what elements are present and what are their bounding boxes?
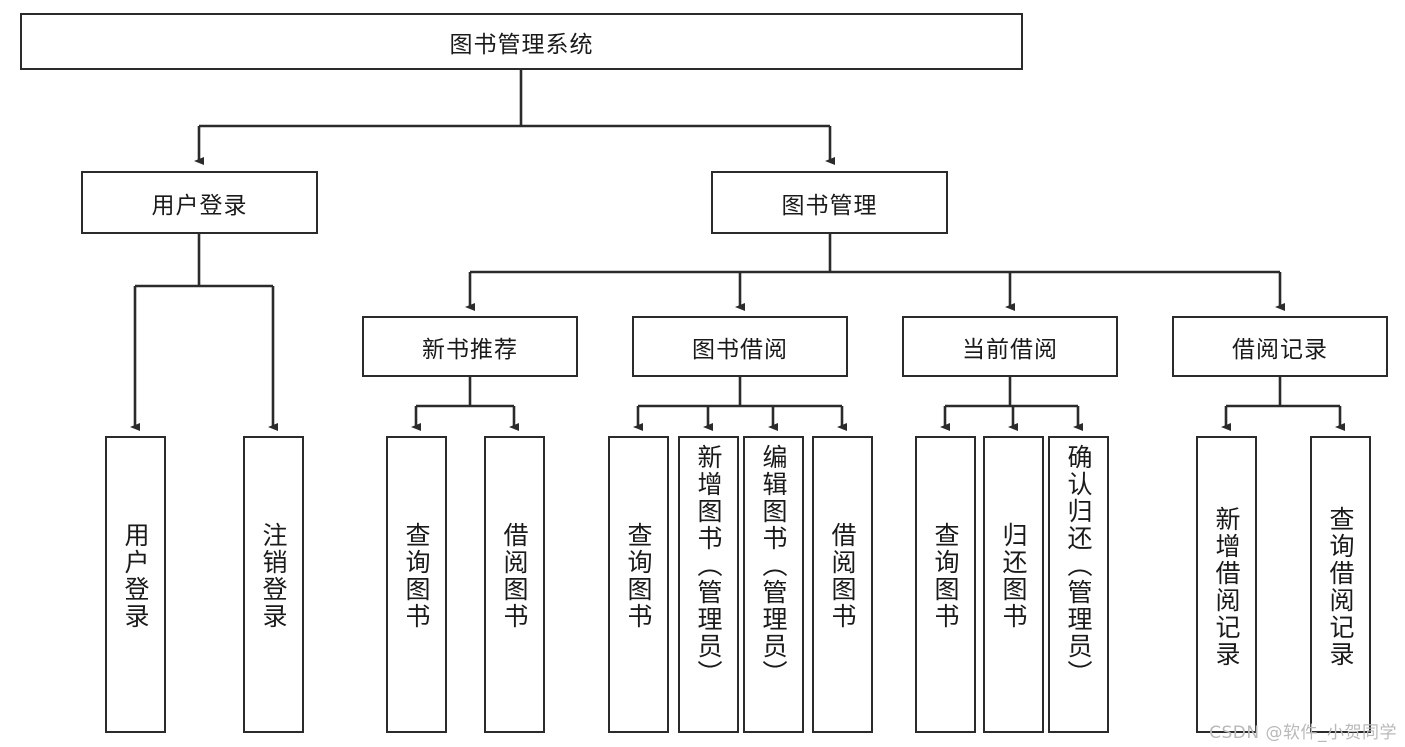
leaf-user-login-logout[interactable]: 注销登录 [243,436,304,733]
node-user-login[interactable]: 用户登录 [81,171,318,234]
leaf-current-borrow-confirm-return-admin[interactable]: 确认归还（管理员） [1048,436,1109,733]
node-label: 当前借阅 [962,336,1058,363]
node-book-borrow[interactable]: 图书借阅 [632,316,848,377]
leaf-user-login-login[interactable]: 用户登录 [105,436,166,733]
node-label: 借阅记录 [1232,336,1328,363]
watermark-text: CSDN @软件_小贺同学 [1209,723,1397,743]
node-label: 新书推荐 [422,336,518,363]
node-label: 用户登录 [151,192,248,219]
leaf-book-borrow-query-book[interactable]: 查询图书 [608,436,669,733]
node-label: 新增借阅记录 [1212,506,1241,668]
leaf-book-borrow-borrow-book[interactable]: 借阅图书 [812,436,873,733]
node-label: 确认归还（管理员） [1064,444,1093,687]
node-label: 查询借阅记录 [1326,506,1355,668]
node-borrow-record[interactable]: 借阅记录 [1172,316,1388,377]
node-current-borrow[interactable]: 当前借阅 [902,316,1118,377]
leaf-new-book-query-book[interactable]: 查询图书 [386,436,447,733]
node-label: 用户登录 [121,522,150,630]
leaf-current-borrow-query-book[interactable]: 查询图书 [915,436,976,733]
leaf-book-borrow-edit-book-admin[interactable]: 编辑图书（管理员） [743,436,804,733]
node-label: 图书管理系统 [449,31,594,58]
leaf-book-borrow-add-book-admin[interactable]: 新增图书（管理员） [678,436,739,733]
node-label: 图书借阅 [692,336,788,363]
node-label: 借阅图书 [500,522,529,630]
node-label: 新增图书（管理员） [694,444,723,687]
node-label: 查询图书 [931,522,960,630]
node-label: 编辑图书（管理员） [759,444,788,687]
node-root-book-management-system[interactable]: 图书管理系统 [20,13,1023,70]
node-book-management[interactable]: 图书管理 [711,171,948,234]
leaf-new-book-borrow-book[interactable]: 借阅图书 [484,436,545,733]
leaf-borrow-record-add-record[interactable]: 新增借阅记录 [1196,436,1257,733]
node-label: 借阅图书 [828,522,857,630]
leaf-current-borrow-return-book[interactable]: 归还图书 [983,436,1044,733]
node-label: 查询图书 [624,522,653,630]
node-label: 归还图书 [999,522,1028,630]
node-new-book-recommend[interactable]: 新书推荐 [362,316,578,377]
node-label: 注销登录 [259,522,288,630]
node-label: 查询图书 [402,522,431,630]
node-label: 图书管理 [781,192,878,219]
leaf-borrow-record-query-record[interactable]: 查询借阅记录 [1310,436,1371,733]
